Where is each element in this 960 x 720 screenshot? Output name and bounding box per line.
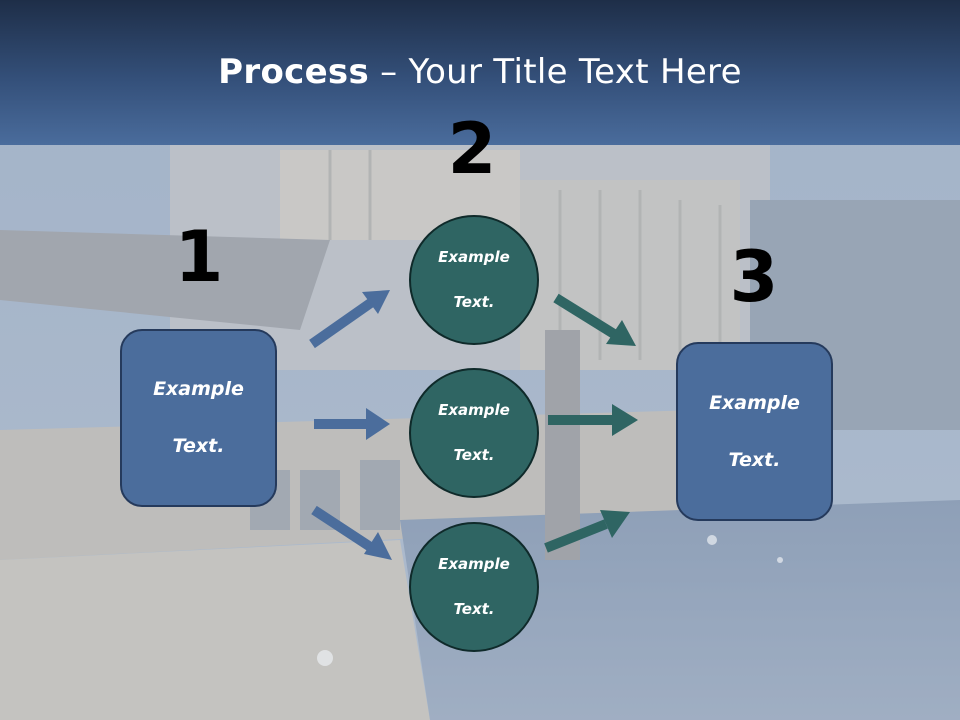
process-circle-middle[interactable]: Example Text. [409, 368, 539, 498]
title-rest: – Your Title Text Here [369, 52, 742, 92]
step-number-1: 1 [174, 216, 224, 298]
process-circle-bottom[interactable]: Example Text. [409, 522, 539, 652]
title-bar [0, 0, 960, 145]
circle-middle-line2: Text. [453, 446, 495, 465]
circle-middle-line1: Example [438, 401, 510, 420]
right-box-line1: Example [709, 391, 800, 414]
circle-top-line2: Text. [453, 293, 495, 312]
slide-title: Process – Your Title Text Here [0, 52, 960, 92]
right-process-box[interactable]: Example Text. [676, 342, 833, 521]
circle-top-line1: Example [438, 248, 510, 267]
left-box-line2: Text. [172, 435, 225, 458]
left-process-box[interactable]: Example Text. [120, 329, 277, 507]
process-circle-top[interactable]: Example Text. [409, 215, 539, 345]
title-bold: Process [218, 52, 370, 92]
circle-bottom-line2: Text. [453, 600, 495, 619]
left-box-line1: Example [153, 378, 244, 401]
step-number-3: 3 [729, 236, 779, 318]
circle-bottom-line1: Example [438, 555, 510, 574]
right-box-line2: Text. [728, 448, 781, 471]
step-number-2: 2 [447, 108, 497, 190]
